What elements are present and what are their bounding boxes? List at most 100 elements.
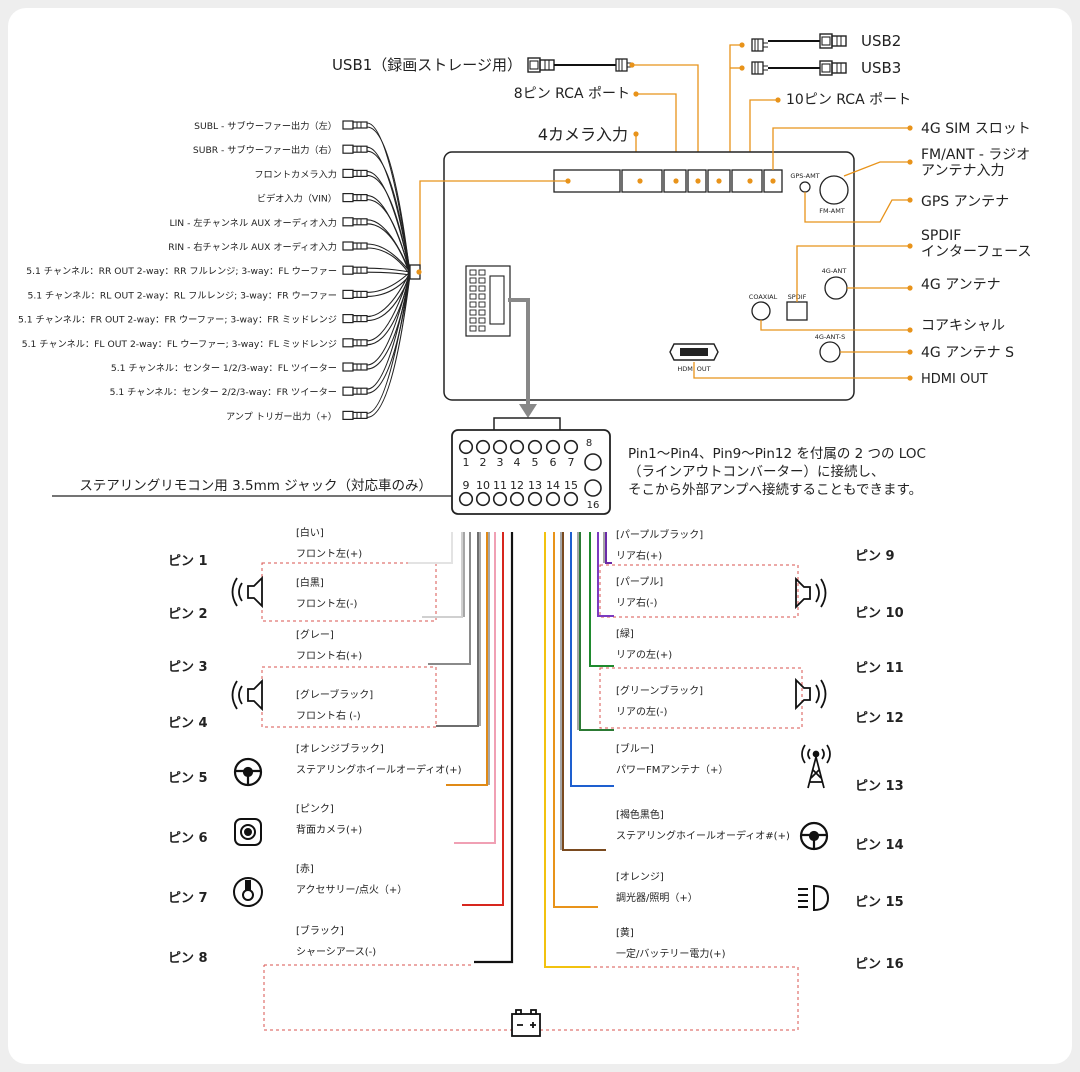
- pin-wire: [462, 532, 504, 906]
- pin-name: ピン 6: [168, 831, 208, 846]
- rca-cable: [366, 271, 411, 414]
- rca-output-label: 5.1 チャンネル：RR OUT 2-way：RR フルレンジ; 3-way：F…: [26, 266, 337, 277]
- usb23-cable: [729, 33, 847, 186]
- speaker-icon: [231, 678, 263, 712]
- pin-function: フロント右 (-): [296, 709, 361, 722]
- rca-cable: [366, 271, 411, 390]
- pin-wire: [454, 532, 496, 844]
- rca-plug-icon: [342, 289, 368, 299]
- usb3-label: USB3: [861, 59, 901, 77]
- rca-output-label: 5.1 チャンネル：センター 2/2/3-way：FR ツイーター: [110, 387, 337, 398]
- rca-cable: [366, 274, 411, 394]
- rca-output-list: SUBL - サブウーファー出力（左）SUBR - サブウーファー出力（右）フロ…: [18, 120, 411, 422]
- pin-function: シャーシアース(-): [296, 947, 376, 958]
- rca10-label: 10ピン RCA ポート: [786, 92, 911, 108]
- wire-color-label: [パープルブラック]: [616, 528, 703, 541]
- headlight-icon: [798, 884, 830, 912]
- pin-name: ピン 13: [855, 779, 904, 794]
- speaker-icon: [795, 576, 827, 610]
- pin-name: ピン 10: [855, 606, 904, 621]
- pin-wire: [605, 532, 612, 564]
- pin-function: リアの左(+): [616, 648, 672, 661]
- pin-hole: [492, 491, 508, 507]
- usb3-connector-icon: [751, 61, 769, 75]
- sim-label: 4G SIM スロット: [921, 121, 1031, 137]
- pin-wire: [570, 532, 614, 787]
- camera4-label: 4カメラ入力: [538, 125, 628, 144]
- ant-4g-s-port: [819, 341, 841, 363]
- steering-jack-label: ステアリングリモコン用 3.5mm ジャック（対応車のみ）: [79, 478, 432, 494]
- pin-name: ピン 7: [168, 891, 208, 906]
- ant4gs-label: 4G アンテナ S: [921, 345, 1014, 361]
- pin-hole: [509, 491, 525, 507]
- pin-wire: [422, 532, 463, 618]
- rca-plug-icon: [342, 314, 368, 324]
- rca-plug-icon: [342, 410, 368, 420]
- rca-output-label: LIN - 左チャンネル AUX オーディオ入力: [169, 217, 337, 229]
- harness-socket: [465, 265, 511, 337]
- pin-number: 5: [532, 456, 539, 469]
- rca-cable: [366, 219, 411, 273]
- pin-wire: [579, 532, 614, 731]
- pin-wire: [544, 532, 590, 968]
- spdif-label-line1: SPDIF: [921, 228, 961, 244]
- pin-hole: [458, 491, 474, 507]
- connector-note-line1: Pin1～Pin4、Pin9～Pin12 を付属の 2 つの LOC: [628, 446, 926, 462]
- wire-color-label: [オレンジブラック]: [296, 742, 384, 755]
- rca-plug-icon: [342, 362, 368, 372]
- pin-number: 9: [463, 479, 470, 492]
- usb2-plug-icon: [819, 33, 847, 49]
- pin-hole: [545, 439, 561, 455]
- pin-name: ピン 15: [855, 895, 904, 910]
- pin-name: ピン 2: [168, 607, 208, 622]
- pin-hole: [475, 491, 491, 507]
- gps-label: GPS アンテナ: [921, 194, 1009, 210]
- rca-cable: [366, 271, 411, 276]
- pin-wire: [436, 532, 479, 727]
- pin-number: 1: [463, 456, 470, 469]
- pin-name: ピン 3: [168, 660, 208, 675]
- ant-4g-s-label: 4G-ANT-S: [815, 333, 846, 341]
- pin-wire: [446, 532, 488, 786]
- speaker-icon: [795, 677, 827, 711]
- pin-number: 11: [493, 479, 507, 492]
- arrow-down-icon: [519, 404, 537, 418]
- pin-number: 3: [497, 456, 504, 469]
- pin-number: 2: [480, 456, 487, 469]
- wire-color-label: [グレー]: [296, 628, 334, 641]
- pin-number: 12: [510, 479, 524, 492]
- usb1-label: USB1（録画ストレージ用）: [332, 56, 522, 74]
- coaxial-label: COAXIAL: [749, 293, 778, 301]
- rca-plug-icon: [342, 241, 368, 251]
- pin-name: ピン 1: [168, 554, 208, 569]
- rca-output-label: 5.1 チャンネル：RL OUT 2-way：RL フルレンジ; 3-way：F…: [27, 290, 337, 301]
- rca-plug-icon: [342, 120, 368, 130]
- gps-amt-label: GPS-AMT: [790, 172, 819, 180]
- rca-output-label: RIN - 右チャンネル AUX オーディオ入力: [168, 241, 337, 253]
- gps-port: [799, 181, 811, 193]
- pin-name: ピン 16: [855, 957, 904, 972]
- pin-function: パワーFMアンテナ（+）: [616, 764, 728, 776]
- pin-number: 15: [564, 479, 578, 492]
- pin-hole: [458, 439, 474, 455]
- usb1-plug-icon: [527, 57, 555, 73]
- spdif-label-line2: インターフェース: [921, 244, 1031, 260]
- pin-name: ピン 11: [855, 661, 904, 676]
- rca-output-label: フロントカメラ入力: [254, 168, 337, 180]
- pin-name: ピン 12: [855, 711, 904, 726]
- usb1-cable: [527, 57, 699, 186]
- rca-output-label: アンプ トリガー出力（+）: [226, 410, 337, 422]
- pin-wire: [474, 532, 514, 964]
- rca-cable: [366, 271, 411, 342]
- wire-color-label: [ブラック]: [296, 924, 344, 937]
- spdif-port: [786, 301, 808, 321]
- pin-number: 8: [586, 438, 592, 449]
- rca-cable: [366, 174, 411, 276]
- usb2-label: USB2: [861, 32, 901, 50]
- pin-function: リア右(-): [616, 596, 658, 609]
- pin-function: フロント左(-): [296, 597, 358, 610]
- fm-amt-label: FM-AMT: [819, 207, 845, 215]
- pin-function: 一定/バッテリー電力(+): [616, 947, 726, 960]
- wire-color-label: [オレンジ]: [616, 871, 664, 883]
- rca-plug-icon: [342, 168, 368, 178]
